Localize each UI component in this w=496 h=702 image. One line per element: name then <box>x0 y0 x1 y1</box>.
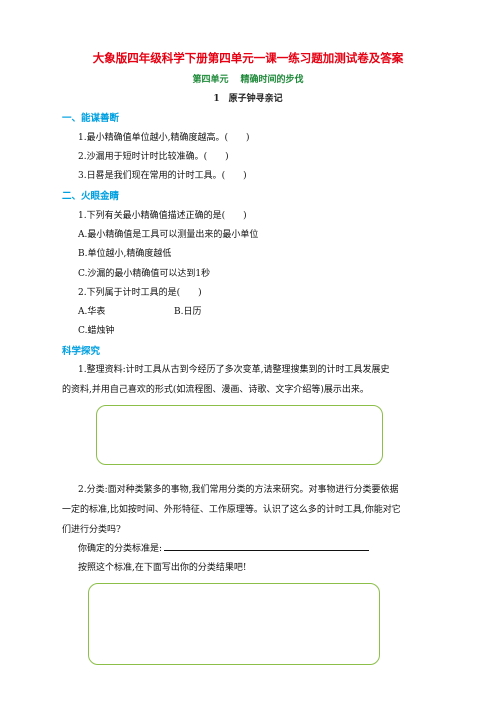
lesson-title: 1 原子钟寻亲记 <box>213 94 283 104</box>
result-prompt: 按照这个标准,在下面写出你的分类结果吧! <box>78 563 247 573</box>
judge-item-2: 2.沙漏用于短时计时比较准确。( ) <box>78 152 229 162</box>
q1-option-a: A.最小精确值是工具可以测量出来的最小单位 <box>78 230 259 240</box>
q1-option-c: C.沙漏的最小精确值可以达到1秒 <box>78 269 211 279</box>
section-heading-1: 一、能谋善断 <box>62 113 120 124</box>
answer-box-1[interactable] <box>96 405 383 465</box>
task-1-line-1: 1.整理资料:计时工具从古到今经历了多次变革,请整理搜集到的计时工具发展史 <box>78 365 390 375</box>
task-2-line-1: 2.分类:面对种类繁多的事物,我们常用分类的方法来研究。对事物进行分类要依据 <box>78 485 399 495</box>
choice-question-1: 1.下列有关最小精确值描述正确的是( ) <box>78 211 247 221</box>
judge-item-3: 3.日晷是我们现在常用的计时工具。( ) <box>78 171 247 181</box>
standard-answer-blank[interactable] <box>164 541 370 551</box>
judge-item-1: 1.最小精确值单位越小,精确度越高。( ) <box>78 133 250 143</box>
q1-option-b: B.单位越小,精确度越低 <box>78 249 172 259</box>
q2-option-a: A.华表 <box>78 307 106 317</box>
unit-name: 精确时间的步伐 <box>240 75 304 85</box>
standard-line: 你确定的分类标准是: <box>78 541 370 554</box>
choice-question-2: 2.下列属于计时工具的是( ) <box>78 288 202 298</box>
section-heading-3: 科学探究 <box>62 346 101 357</box>
unit-heading: 第四单元 精确时间的步伐 <box>0 72 496 85</box>
unit-label: 第四单元 <box>192 75 229 85</box>
q2-option-b: B.日历 <box>174 307 202 317</box>
section-heading-2: 二、火眼金睛 <box>62 191 120 202</box>
standard-prompt: 你确定的分类标准是: <box>78 544 163 554</box>
document-title: 大象版四年级科学下册第四单元一课一练习题加测试卷及答案 <box>92 51 404 65</box>
task-2-line-3: 们进行分类吗? <box>62 525 121 535</box>
answer-box-2[interactable] <box>88 583 380 665</box>
task-2-line-2: 一定的标准,比如按时间、外形特征、工作原理等。认识了这么多的计时工具,你能对它 <box>62 505 401 515</box>
task-1-line-2: 的资料,并用自己喜欢的形式(如流程图、漫画、诗歌、文字介绍等)展示出来。 <box>62 385 369 395</box>
q2-option-c: C.蜡烛钟 <box>78 326 115 336</box>
